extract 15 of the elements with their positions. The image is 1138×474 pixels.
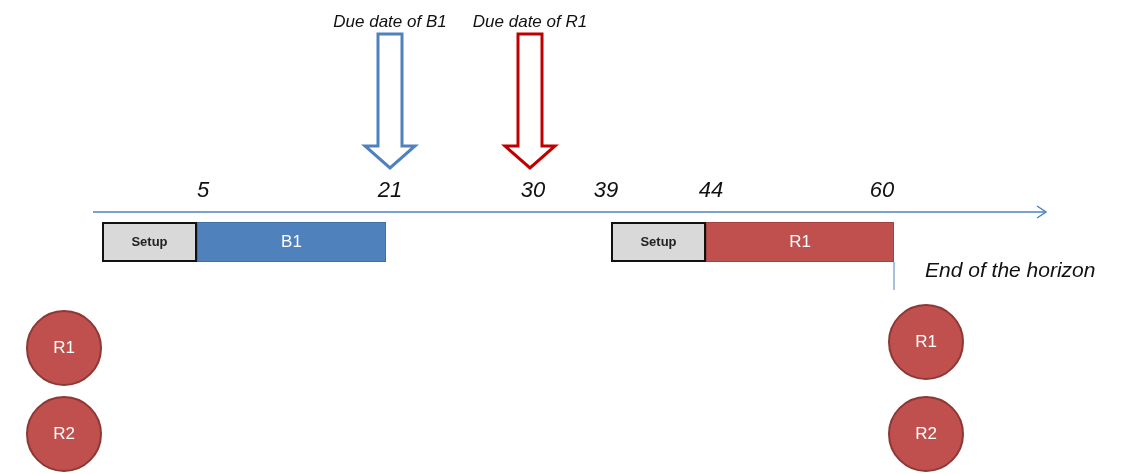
horizon-label: End of the horizon xyxy=(925,257,1096,283)
due-date-arrow xyxy=(501,32,559,170)
tick-label: 60 xyxy=(869,176,895,204)
tick-label: 5 xyxy=(196,176,210,204)
setup-bar: Setup xyxy=(102,222,197,262)
tick-label: 30 xyxy=(520,176,546,204)
tick-label: 39 xyxy=(593,176,619,204)
due-date-arrow xyxy=(361,32,419,170)
tick-label: 21 xyxy=(377,176,403,204)
job-bar: B1 xyxy=(197,222,386,262)
job-bar: R1 xyxy=(706,222,894,262)
setup-bar: Setup xyxy=(611,222,706,262)
due-date-label: Due date of R1 xyxy=(472,10,588,34)
due-date-label: Due date of B1 xyxy=(333,10,447,34)
tick-label: 44 xyxy=(698,176,724,204)
